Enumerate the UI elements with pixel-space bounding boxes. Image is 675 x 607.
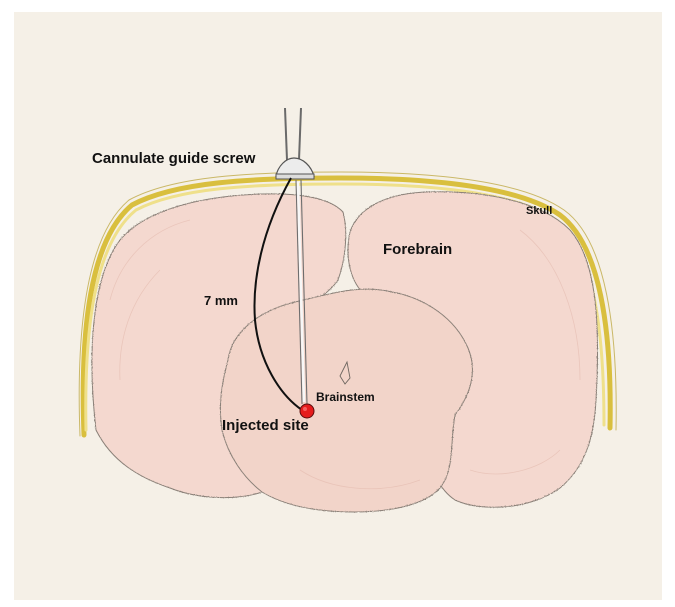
injection-site-dot-icon xyxy=(300,404,314,418)
label-skull: Skull xyxy=(526,206,552,217)
label-cannulate-guide-screw: Cannulate guide screw xyxy=(92,151,255,166)
label-injected-site: Injected site xyxy=(222,418,309,433)
cannula-screw-icon xyxy=(276,158,314,179)
cannula-tubes xyxy=(285,108,301,160)
label-brainstem: Brainstem xyxy=(316,391,375,403)
label-forebrain: Forebrain xyxy=(383,242,452,257)
label-distance: 7 mm xyxy=(204,294,238,307)
